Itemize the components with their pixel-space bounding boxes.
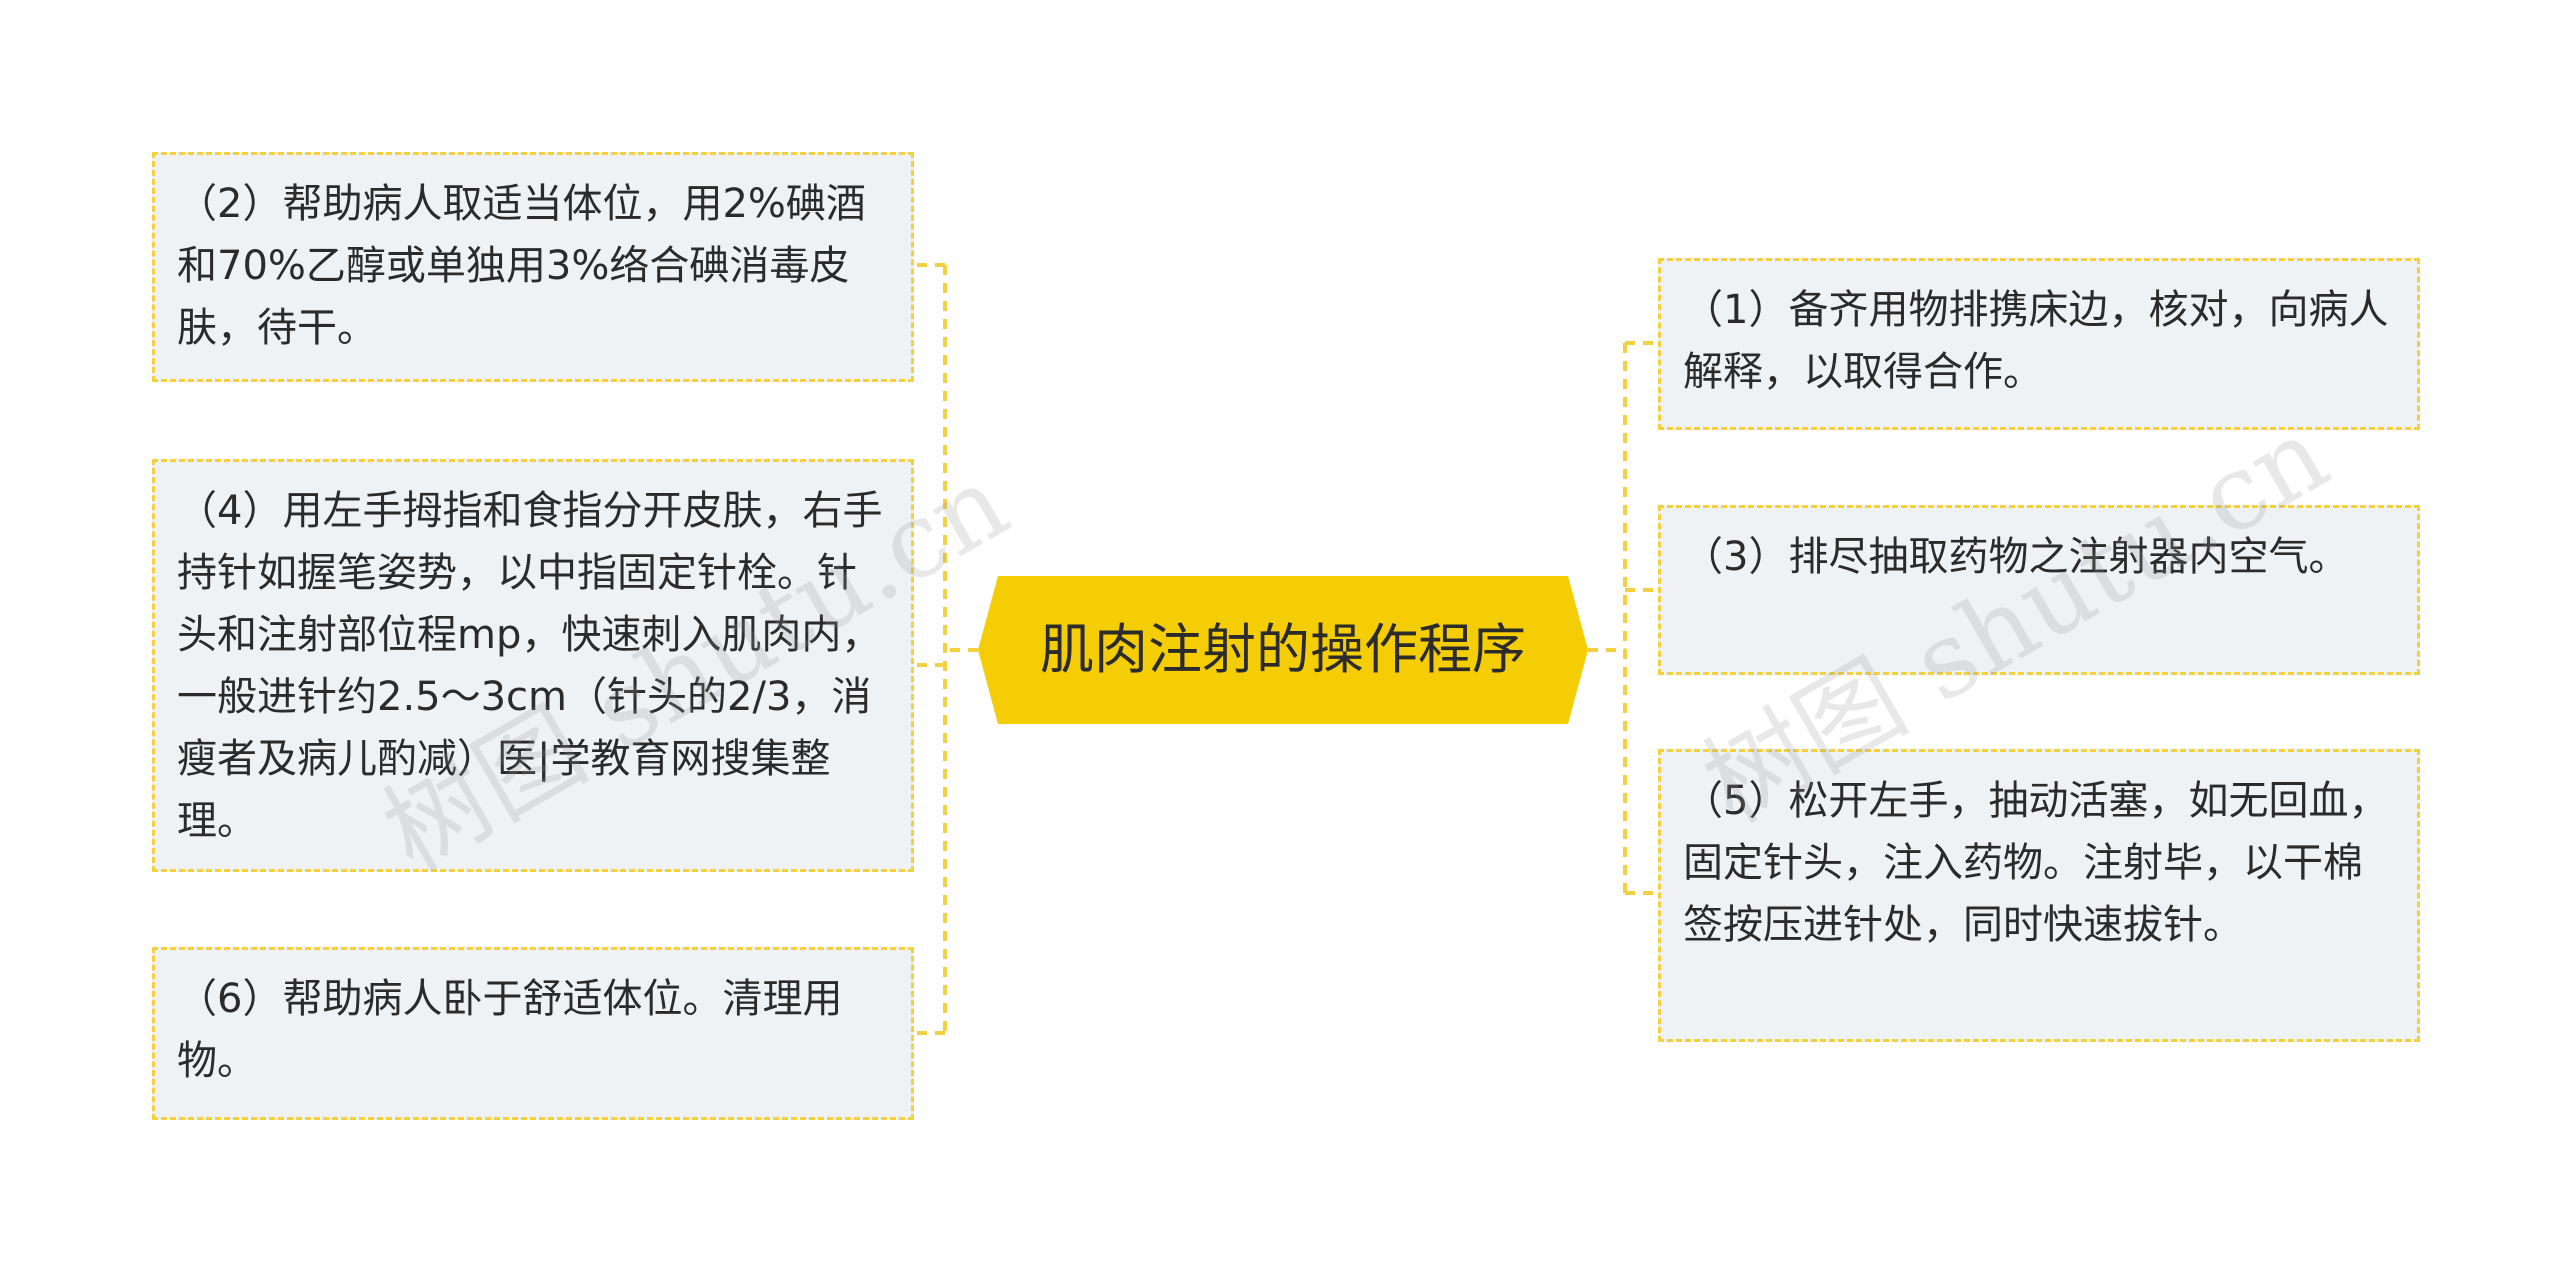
central-topic-label: 肌肉注射的操作程序 — [1040, 618, 1526, 681]
step-node-3[interactable]: （3）排尽抽取药物之注射器内空气。 — [1658, 505, 2420, 675]
central-topic-shape — [978, 576, 1588, 724]
step-node-2-text: （2）帮助病人取适当体位，用2%碘酒和70%乙醇或单独用3%络合碘消毒皮肤，待干… — [177, 181, 866, 351]
step-node-6-text: （6）帮助病人卧于舒适体位。清理用物。 — [177, 976, 843, 1084]
step-node-3-text: （3）排尽抽取药物之注射器内空气。 — [1683, 534, 2349, 580]
central-topic-node[interactable]: 肌肉注射的操作程序 — [978, 576, 1588, 724]
step-node-4-text: （4）用左手拇指和食指分开皮肤，右手持针如握笔姿势，以中指固定针栓。针头和注射部… — [177, 488, 883, 844]
step-node-5-text: （5）松开左手，抽动活塞，如无回血，固定针头，注入药物。注射毕，以干棉签按压进针… — [1683, 778, 2389, 948]
step-node-1[interactable]: （1）备齐用物排携床边，核对，向病人解释，以取得合作。 — [1658, 258, 2420, 430]
step-node-2[interactable]: （2）帮助病人取适当体位，用2%碘酒和70%乙醇或单独用3%络合碘消毒皮肤，待干… — [152, 152, 914, 382]
step-node-6[interactable]: （6）帮助病人卧于舒适体位。清理用物。 — [152, 947, 914, 1120]
step-node-1-text: （1）备齐用物排携床边，核对，向病人解释，以取得合作。 — [1683, 287, 2389, 395]
step-node-5[interactable]: （5）松开左手，抽动活塞，如无回血，固定针头，注入药物。注射毕，以干棉签按压进针… — [1658, 749, 2420, 1042]
step-node-4[interactable]: （4）用左手拇指和食指分开皮肤，右手持针如握笔姿势，以中指固定针栓。针头和注射部… — [152, 459, 914, 872]
